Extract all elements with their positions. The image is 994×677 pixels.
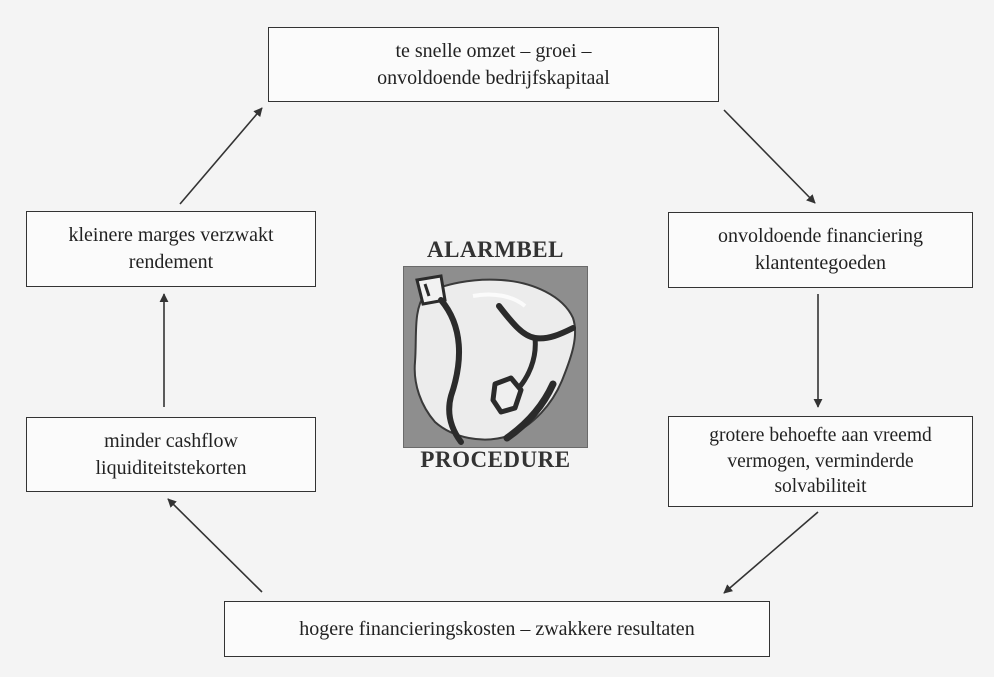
step-box-right-2: grotere behoefte aan vreemd vermogen, ve…	[668, 416, 973, 507]
step-box-bottom: hogere financieringskosten – zwakkere re…	[224, 601, 770, 657]
step-left1-line-1: kleinere marges verzwakt	[68, 224, 274, 246]
center-title-alarmbel: ALARMBEL	[427, 237, 564, 262]
step-right1-line-2: klantentegoeden	[754, 252, 887, 274]
step-left2-line-2: liquiditeitstekorten	[95, 456, 247, 479]
arrow-bottom-to-left2	[167, 498, 263, 593]
step-right1-line-1: onvoldoende financiering	[718, 225, 923, 247]
step-box-right-1: onvoldoende financiering klantentegoeden	[668, 212, 973, 288]
step-right2-line-2: vermogen, verminderde	[727, 450, 914, 472]
arrow-top-to-right1	[723, 109, 816, 204]
step-box-left-2: minder cashflow liquiditeitstekorten	[26, 417, 316, 492]
step-left1-line-2: rendement	[128, 251, 214, 273]
step-bottom-line-1: hogere financieringskosten – zwakkere re…	[299, 617, 695, 640]
step-box-left-1: kleinere marges verzwakt rendement	[26, 211, 316, 287]
step-box-top: te snelle omzet – groei – onvoldoende be…	[268, 27, 719, 102]
step-right2-line-1: grotere behoefte aan vreemd	[709, 425, 932, 447]
arrow-right2-to-bottom	[723, 511, 819, 594]
alarm-bell-icon	[403, 266, 588, 448]
arrow-left1-to-top	[179, 107, 263, 205]
step-top-line-1: te snelle omzet – groei –	[395, 39, 592, 62]
center-title-procedure: PROCEDURE	[420, 447, 571, 472]
step-top-line-2: onvoldoende bedrijfskapitaal	[377, 66, 610, 89]
step-left2-line-1: minder cashflow	[104, 429, 238, 452]
step-right2-line-3: solvabiliteit	[774, 476, 867, 498]
